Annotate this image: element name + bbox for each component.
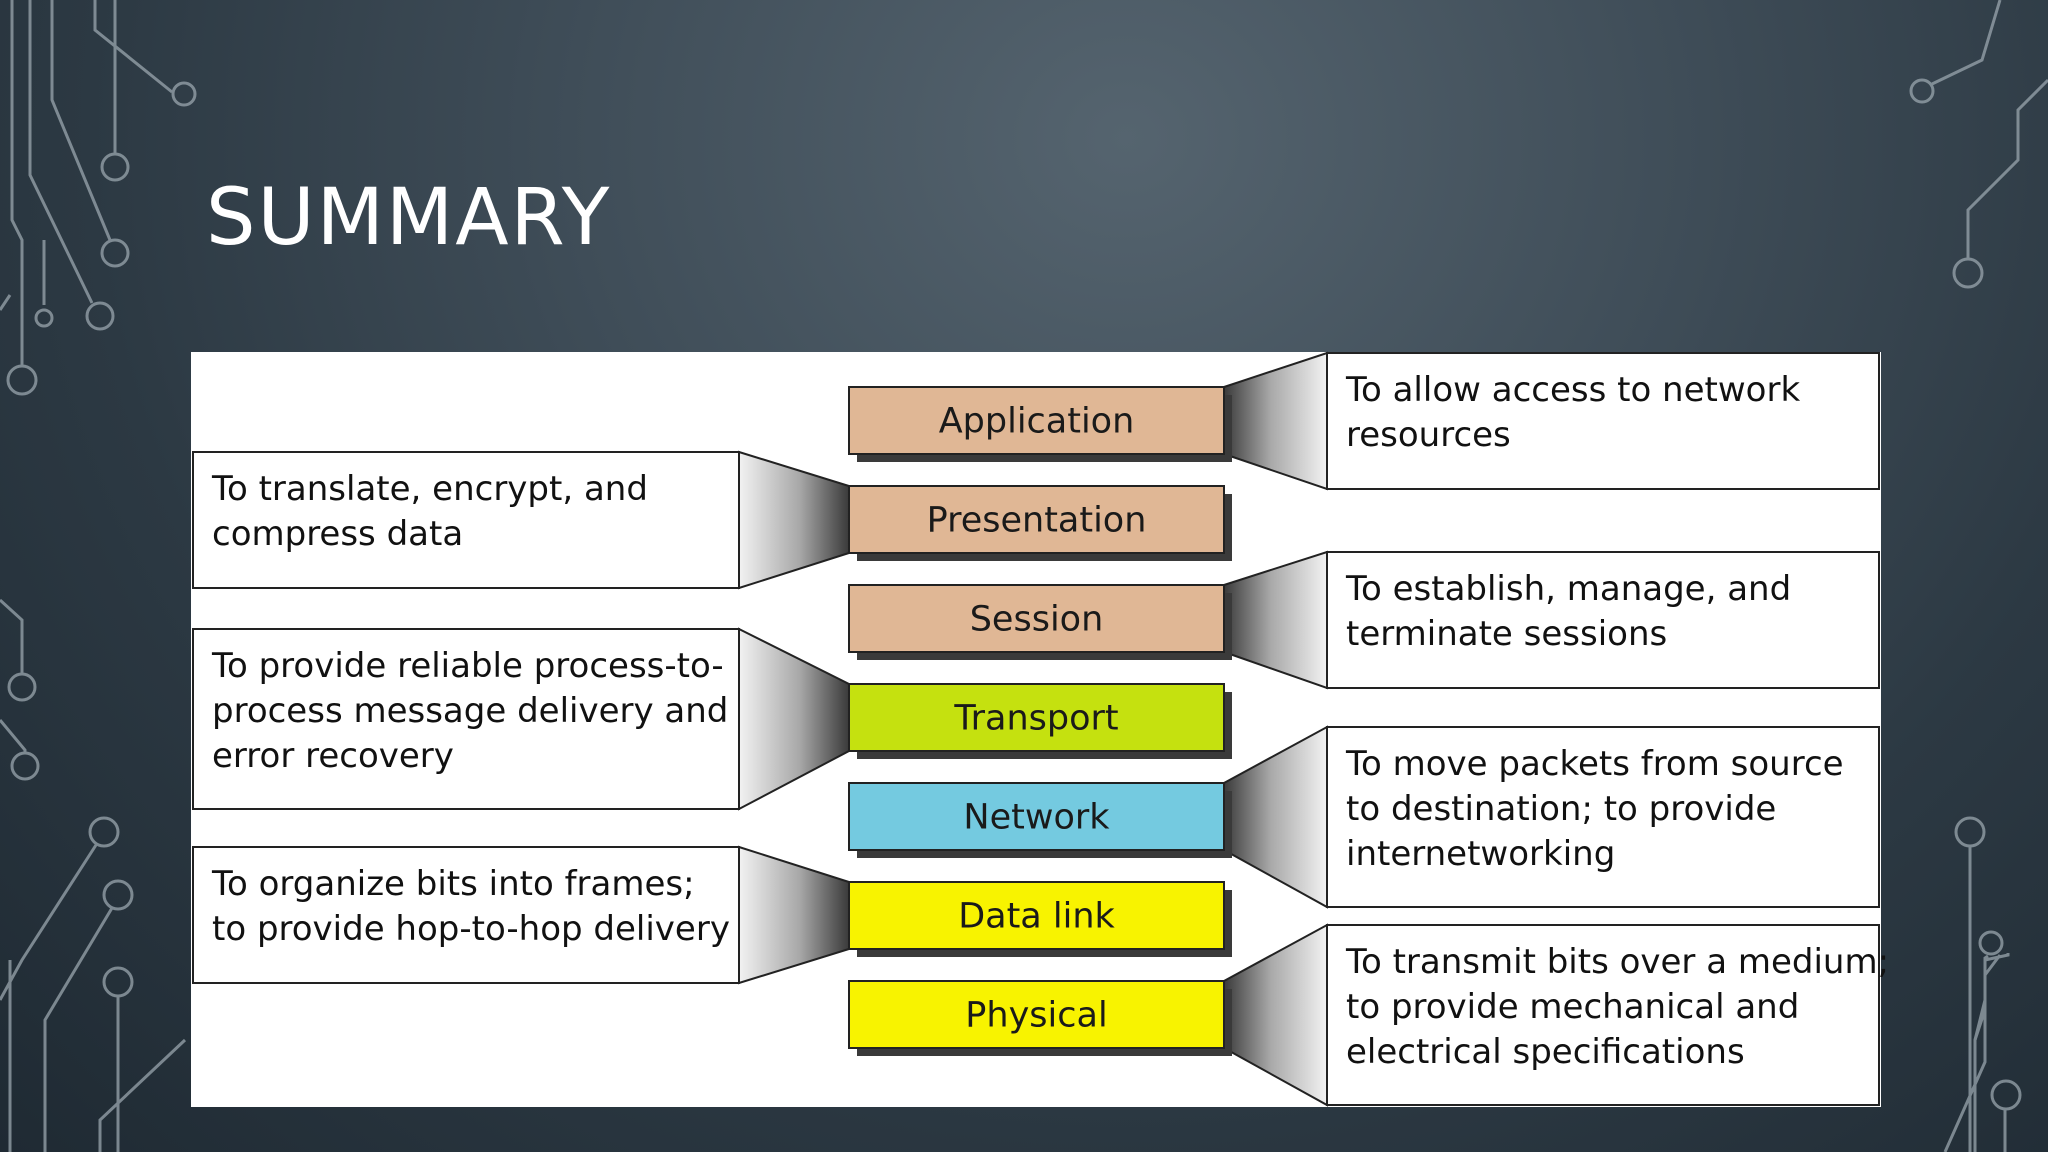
circuit-trace (0, 598, 24, 673)
circuit-trace (0, 294, 12, 311)
circuit-node (1954, 816, 1986, 848)
layer-label: Presentation (927, 501, 1147, 541)
description-line: compress data (212, 514, 463, 554)
description-data-link: To organize bits into frames; to provide … (192, 846, 740, 984)
circuit-trace (1966, 78, 2048, 259)
layer-application: Application (848, 386, 1232, 462)
layer-transport: Transport (848, 683, 1232, 759)
description-box (1326, 551, 1880, 689)
layer-label: Data link (958, 897, 1115, 937)
circuit-node (100, 238, 130, 268)
description-transport: To provide reliable process-to-process m… (192, 628, 740, 810)
description-line: To provide reliable process-to- (211, 646, 724, 686)
layer-label: Physical (965, 996, 1107, 1036)
circuit-node (102, 966, 134, 998)
layer-session: Session (848, 584, 1232, 660)
circuit-node (88, 816, 120, 848)
description-line: electrical specifications (1346, 1032, 1745, 1072)
circuit-trace (0, 719, 27, 752)
layer-label: Application (939, 402, 1135, 442)
description-line: to provide hop-to-hop delivery (212, 909, 730, 949)
circuit-node (6, 364, 38, 396)
layer-box (848, 584, 1225, 653)
slide-title: SUMMARY (206, 173, 612, 263)
circuit-trace (10, 0, 24, 366)
circuit-trace (93, 0, 173, 94)
circuit-node (1952, 257, 1984, 289)
circuit-trace (43, 907, 114, 1152)
description-box (1326, 352, 1880, 490)
layer-network: Network (848, 782, 1232, 858)
circuit-trace (1931, 0, 2002, 86)
layer-label: Session (970, 600, 1104, 640)
description-application: To allow access to network resources (1326, 352, 1880, 490)
description-line: error recovery (212, 736, 454, 776)
description-line: To transmit bits over a medium; (1345, 942, 1889, 982)
circuit-trace (98, 1038, 187, 1152)
description-network: To move packets from source to destinatio… (1326, 726, 1880, 908)
layer-data-link: Data link (848, 881, 1232, 957)
circuit-node (7, 672, 37, 702)
description-line: resources (1346, 415, 1511, 455)
description-line: to provide mechanical and (1346, 987, 1799, 1027)
layer-presentation: Presentation (848, 485, 1232, 561)
description-physical: To transmit bits over a medium; to provid… (1326, 924, 1889, 1106)
layer-box (848, 782, 1225, 851)
description-box (192, 628, 740, 810)
description-line: To organize bits into frames; (211, 864, 695, 904)
circuit-node (1909, 78, 1935, 104)
description-box (1326, 924, 1880, 1106)
description-line: To translate, encrypt, and (211, 469, 648, 509)
layer-box (848, 683, 1225, 752)
description-box (1326, 726, 1880, 908)
circuit-node (100, 152, 130, 182)
circuit-node (85, 301, 115, 331)
layer-physical: Physical (848, 980, 1232, 1056)
description-line: terminate sessions (1346, 614, 1667, 654)
description-line: to destination; to provide (1346, 789, 1776, 829)
circuit-trace (28, 0, 94, 304)
circuit-node (1990, 1079, 2022, 1111)
circuit-node (10, 751, 40, 781)
circuit-node (102, 879, 134, 911)
description-line: To establish, manage, and (1345, 569, 1791, 609)
circuit-node (1978, 930, 2004, 956)
layer-label: Network (963, 798, 1110, 838)
layer-box (848, 386, 1225, 455)
description-line: internetworking (1346, 834, 1615, 874)
circuit-node (34, 308, 54, 328)
layer-label: Transport (953, 699, 1118, 739)
description-box (192, 846, 740, 984)
description-line: To move packets from source (1345, 744, 1844, 784)
description-box (192, 451, 740, 589)
circuit-node (171, 81, 197, 107)
description-line: process message delivery and (212, 691, 728, 731)
circuit-trace (50, 0, 112, 241)
circuit-trace (1943, 954, 2002, 1152)
layer-box (848, 980, 1225, 1049)
circuit-trace (0, 844, 98, 1001)
description-session: To establish, manage, and terminate sessi… (1326, 551, 1880, 689)
description-line: To allow access to network (1345, 370, 1800, 410)
layer-box (848, 485, 1225, 554)
description-presentation: To translate, encrypt, and compress data (192, 451, 740, 589)
layer-box (848, 881, 1225, 950)
